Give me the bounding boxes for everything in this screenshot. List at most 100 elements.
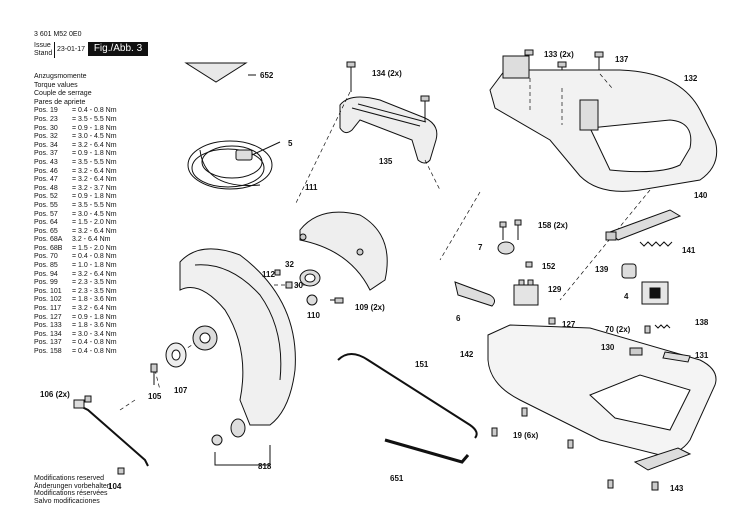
- torque-value: = 2.3 - 3.5 Nm: [72, 279, 117, 287]
- part-127-screw: [548, 317, 556, 325]
- torque-row: Pos. 117= 3.2 - 6.4 Nm: [34, 305, 117, 314]
- torque-row: Pos. 57= 3.0 - 4.5 Nm: [34, 211, 117, 220]
- torque-value: = 0.4 - 0.8 Nm: [72, 339, 117, 347]
- torque-title-fr: Couple de serrage: [34, 90, 92, 98]
- torque-title-de: Anzugsmomente: [34, 73, 87, 80]
- screws-134: [346, 61, 430, 122]
- callout-30: 30: [294, 281, 303, 290]
- issue-label: Issue: [34, 42, 51, 49]
- part-106-screws: [84, 395, 125, 475]
- torque-value: = 2.3 - 3.5 Nm: [72, 287, 117, 295]
- torque-table: Anzugsmomente Torque values Couple de se…: [34, 73, 117, 357]
- part-143-plate: [633, 447, 692, 491]
- part-131-latch: [662, 351, 691, 363]
- callout-7: 7: [478, 243, 483, 252]
- callout-139: 139: [595, 265, 609, 274]
- torque-value: = 0.4 - 0.8 Nm: [72, 348, 117, 355]
- torque-row: Pos. 52= 0.9 - 1.8 Nm: [34, 193, 117, 202]
- torque-position: Pos. 133: [34, 322, 62, 330]
- torque-position: Pos. 127: [34, 313, 62, 321]
- footer-line: Modifications reserved: [34, 475, 105, 482]
- part-104-rod: [73, 399, 149, 467]
- part-number: 3 601 M52 0E0: [34, 31, 82, 38]
- stand-label: Stand: [34, 50, 53, 57]
- torque-value: = 0.9 - 1.8 Nm: [72, 193, 117, 201]
- torque-value: = 1.8 - 3.6 Nm: [72, 296, 117, 304]
- callout-6: 6: [456, 314, 461, 323]
- callout-652: 652: [260, 71, 274, 80]
- torque-row: Pos. 134= 3.0 - 3.4 Nm: [34, 331, 117, 340]
- part-132-housing-cover: [489, 55, 718, 192]
- torque-position: Pos. 23: [34, 115, 58, 123]
- torque-position: Pos. 30: [34, 124, 58, 132]
- callout-111: 111: [305, 183, 318, 192]
- torque-position: Pos. 70: [34, 253, 58, 261]
- torque-value: 3.2 - 6.4 Nm: [72, 236, 111, 244]
- torque-position: Pos. 43: [34, 158, 58, 166]
- torque-position: Pos. 55: [34, 201, 58, 209]
- torque-value: = 3.2 - 6.4 Nm: [72, 227, 117, 235]
- callout-151: 151: [415, 360, 429, 369]
- part-32-bushing: [299, 269, 321, 287]
- callout-32: 32: [285, 260, 294, 269]
- torque-value: = 0.9 - 1.8 Nm: [72, 313, 117, 321]
- callout-141: 141: [682, 246, 696, 255]
- header-divider: [54, 42, 55, 58]
- torque-position: Pos. 34: [34, 141, 58, 149]
- torque-value: = 0.4 - 0.8 Nm: [72, 253, 117, 261]
- part-138-spring: [654, 324, 671, 329]
- footer-line: Änderungen vorbehalten: [34, 482, 111, 490]
- torque-value: = 0.4 - 0.8 Nm: [72, 107, 117, 115]
- torque-row: Pos. 68B = 1.5 - 2.0 Nm: [34, 245, 117, 254]
- torque-row: Pos. 43= 3.5 - 5.5 Nm: [34, 159, 117, 168]
- torque-position: Pos. 85: [34, 262, 58, 270]
- torque-row: Pos. 133= 1.8 - 3.6 Nm: [34, 322, 117, 331]
- part-130-clip: [629, 347, 643, 356]
- torque-value: = 1.5 - 2.0 Nm: [72, 244, 117, 252]
- footer: Modifications reserved Änderungen vorbeh…: [34, 475, 111, 505]
- footer-line: Salvo modificaciones: [34, 497, 100, 505]
- torque-value: = 3.2 - 6.4 Nm: [72, 141, 117, 149]
- torque-row: Pos. 46= 3.2 - 6.4 Nm: [34, 168, 117, 177]
- part-7-knob: [497, 241, 515, 255]
- part-107-flange: [165, 342, 187, 368]
- torque-value: = 3.0 - 4.5 Nm: [72, 210, 117, 218]
- torque-row: Pos. 23= 3.5 - 5.5 Nm: [34, 116, 117, 125]
- part-105-screw: [150, 363, 158, 385]
- torque-row: Pos. 99 = 2.3 - 3.5 Nm: [34, 279, 117, 288]
- part-151-wire: [337, 353, 478, 439]
- part-152-screw: [525, 261, 533, 268]
- torque-position: Pos. 48: [34, 184, 58, 192]
- torque-title-es: Pares de apriete: [34, 98, 86, 106]
- callout-651: 651: [390, 474, 404, 483]
- callout-142: 142: [460, 350, 474, 359]
- torque-value: = 0.9 - 1.8 Nm: [72, 150, 117, 158]
- callout-134: 134 (2x): [372, 69, 402, 78]
- torque-row: Pos. 37= 0.9 - 1.8 Nm: [34, 150, 117, 159]
- torque-value: = 3.2 - 3.7 Nm: [72, 184, 117, 192]
- torque-position: Pos. 137: [34, 339, 62, 347]
- torque-position: Pos. 46: [34, 167, 58, 175]
- callout-107: 107: [174, 386, 188, 395]
- torque-value: = 3.0 - 4.5 Nm: [72, 133, 117, 141]
- part-19-screws: [491, 407, 614, 489]
- torque-position: Pos. 117: [34, 305, 62, 313]
- torque-row: Pos. 137 = 0.4 - 0.8 Nm: [34, 339, 117, 348]
- torque-position: Pos. 68B: [34, 244, 63, 252]
- torque-position: Pos. 99: [34, 279, 58, 287]
- callout-104: 104: [108, 482, 122, 491]
- callout-110: 110: [307, 311, 320, 320]
- torque-row: Pos. 64= 1.5 - 2.0 Nm: [34, 219, 117, 228]
- callout-129: 129: [548, 285, 562, 294]
- part-651-hex-key: [384, 438, 470, 464]
- torque-value: = 3.2 - 6.4 Nm: [72, 270, 117, 278]
- torque-row: Pos. 30= 0.9 - 1.8 Nm: [34, 125, 117, 134]
- part-70-screws: [644, 325, 651, 334]
- torque-row: Pos. 47= 3.2 - 6.4 Nm: [34, 176, 117, 185]
- callout-138: 138: [695, 318, 709, 327]
- part-109-screws: [330, 297, 344, 304]
- issue-date: 23-01-17: [57, 46, 86, 53]
- callout-131: 131: [695, 351, 709, 360]
